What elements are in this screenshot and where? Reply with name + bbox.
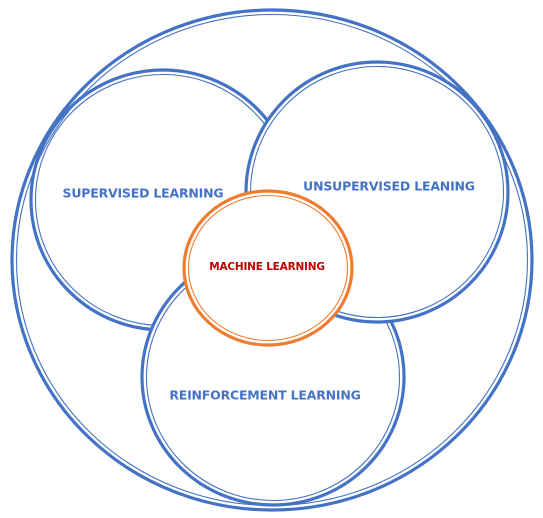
supervised-learning-label: SUPERVISED LEARNING bbox=[63, 186, 224, 201]
machine-learning-label: MACHINE LEARNING bbox=[209, 261, 325, 273]
outer-circle-ring bbox=[10, 8, 534, 512]
unsupervised-learning-label: UNSUPERVISED LEANING bbox=[303, 179, 475, 194]
center-circle bbox=[182, 189, 354, 347]
center-circle-ring bbox=[182, 189, 354, 347]
reinforcement-learning-label: REINFORCEMENT LEARNING bbox=[169, 388, 360, 403]
unsupervised-circle-ring bbox=[244, 60, 510, 324]
center-circle-inner-ring bbox=[187, 194, 349, 342]
